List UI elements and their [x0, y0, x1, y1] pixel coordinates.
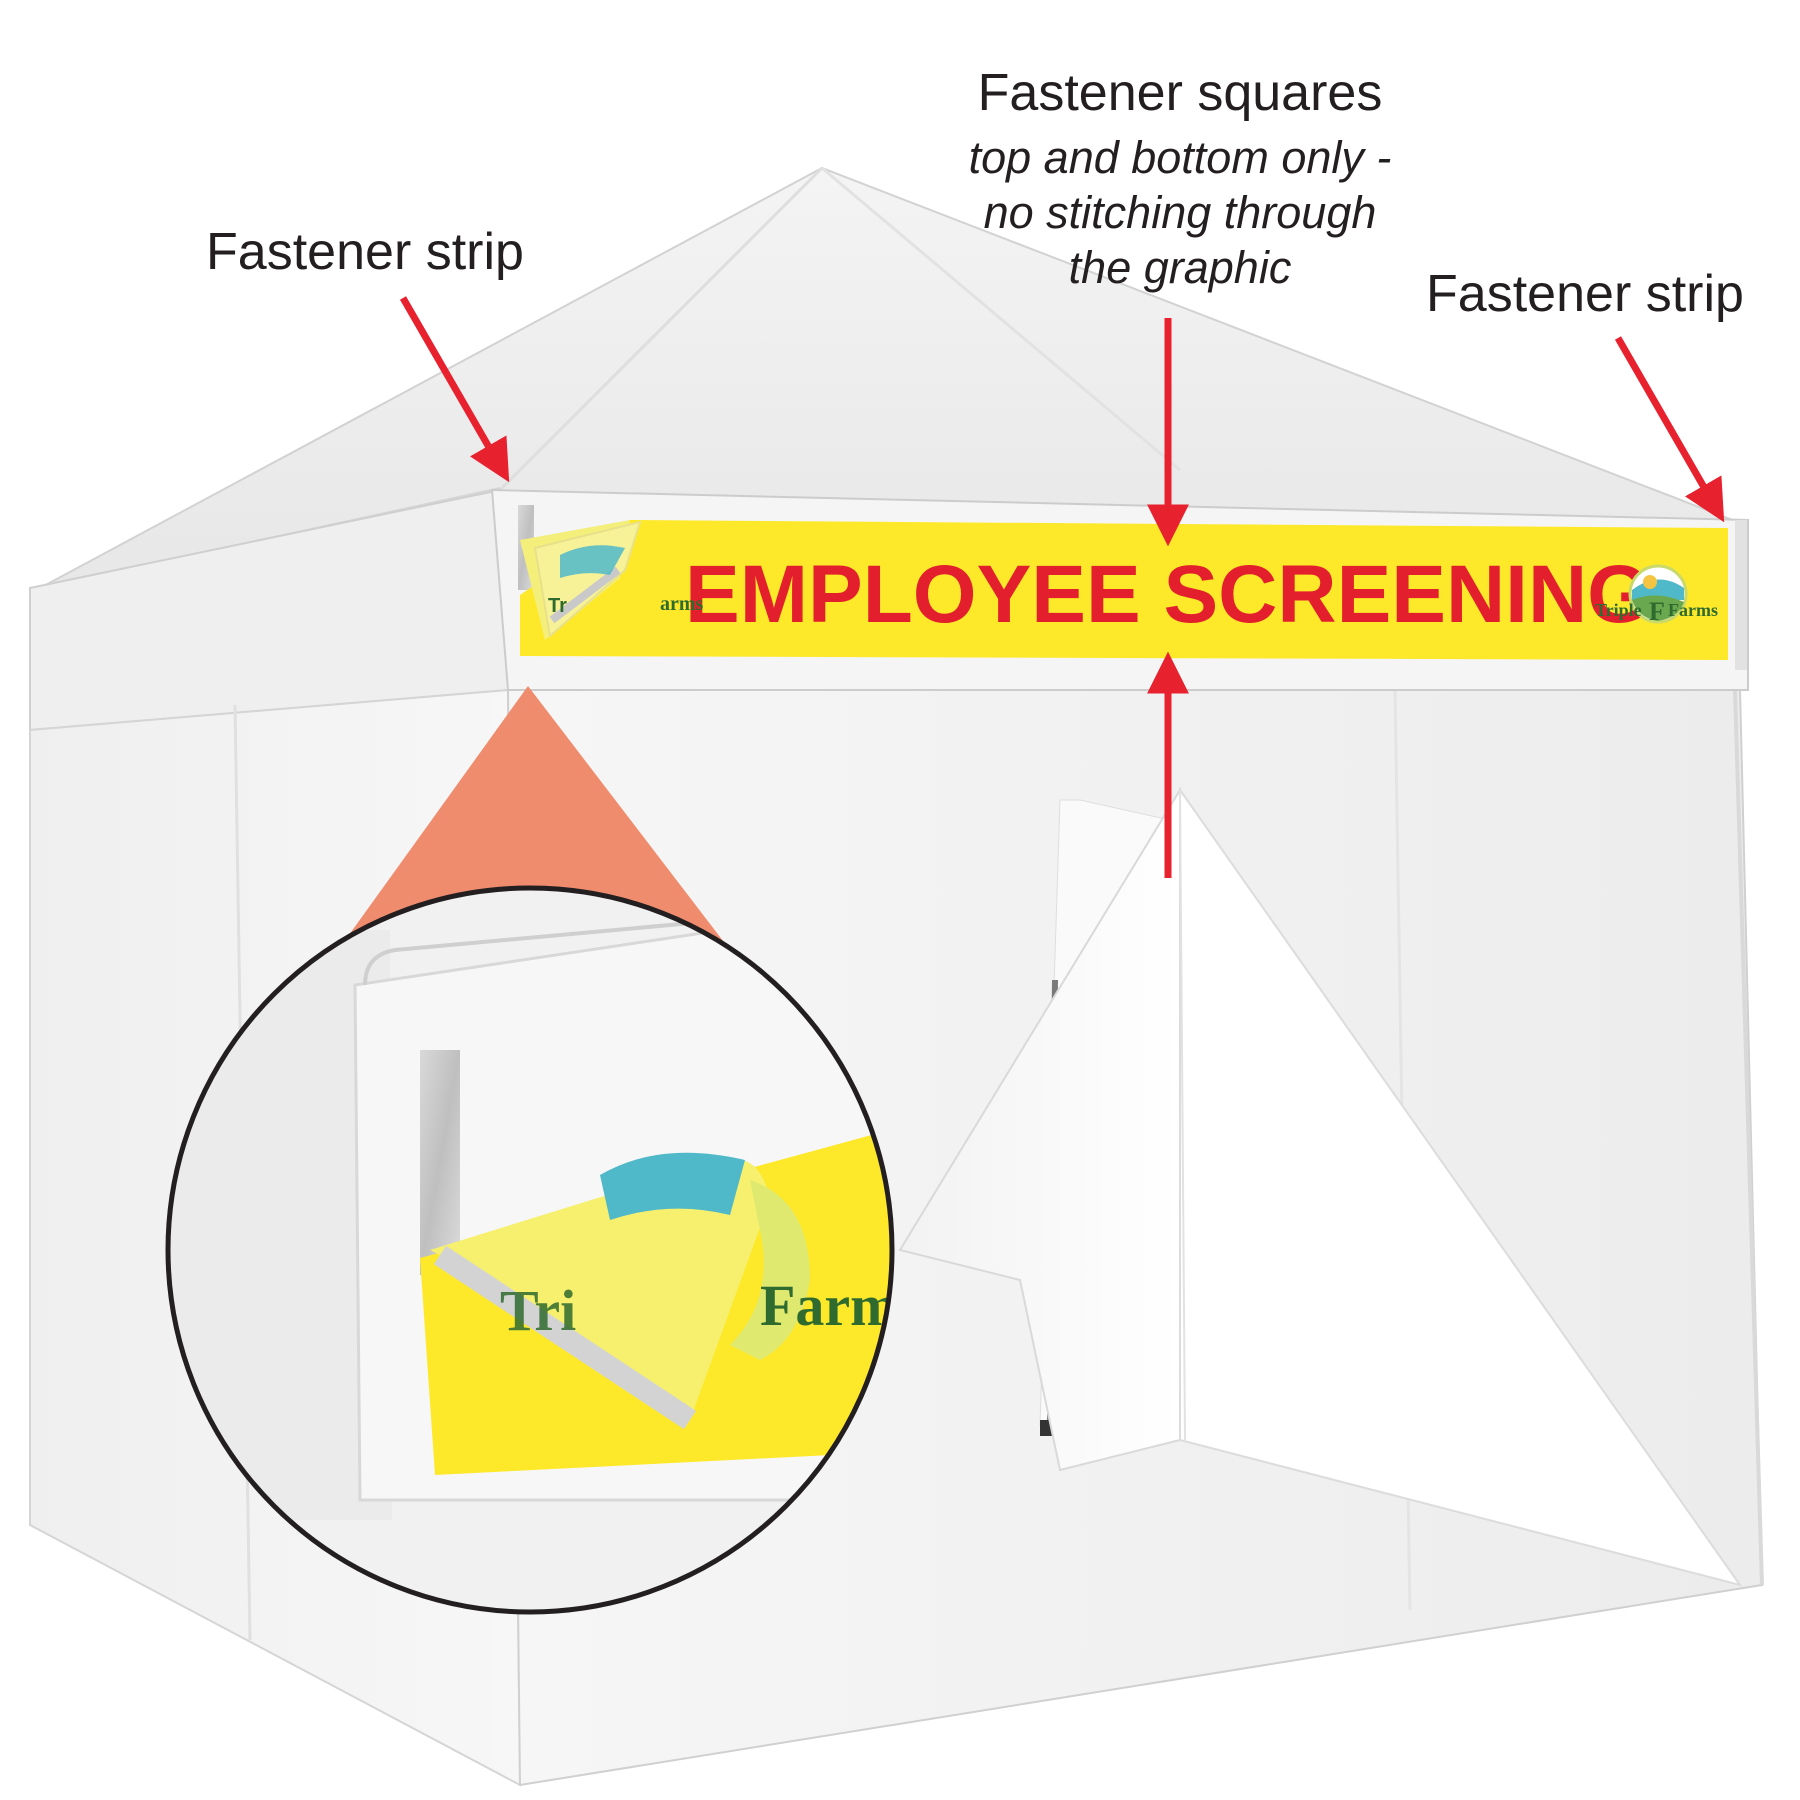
note-line-3: the graphic: [1068, 242, 1292, 293]
farm-logo-icon: [1628, 564, 1688, 624]
logo-text-suffix: Farms: [1668, 600, 1718, 620]
label-fastener-strip-left: Fastener strip: [206, 223, 524, 281]
fastener-strip-closeup: [420, 1050, 460, 1275]
banner-brand-fragment-right: arms: [660, 593, 704, 615]
banner-graphic: EMPLOYEE SCREENING Tr arms: [520, 520, 1728, 660]
closeup-brand-fragment-right: Farm: [760, 1273, 899, 1338]
note-line-2: no stitching through: [983, 187, 1377, 238]
label-fastener-strip-right: Fastener strip: [1426, 265, 1744, 323]
logo-text-prefix: Triple: [1595, 600, 1642, 620]
magnifier-circle: Tri Farm: [165, 885, 899, 1615]
logo-text-mark: F: [1649, 597, 1665, 626]
closeup-brand-fragment-left: Tri: [500, 1278, 576, 1343]
note-line-1: top and bottom only -: [968, 132, 1392, 183]
callout-arrows: [399, 296, 1725, 878]
door-opening: [898, 786, 1743, 1587]
banner-headline: EMPLOYEE SCREENING: [685, 549, 1651, 640]
label-fastener-squares-note: top and bottom only - no stitching throu…: [890, 130, 1470, 295]
arrow-right-strip: [1614, 336, 1725, 523]
banner-brand-fragment-left: Tr: [548, 595, 567, 617]
label-fastener-squares: Fastener squares: [977, 64, 1383, 122]
arrow-left-strip: [399, 296, 510, 483]
